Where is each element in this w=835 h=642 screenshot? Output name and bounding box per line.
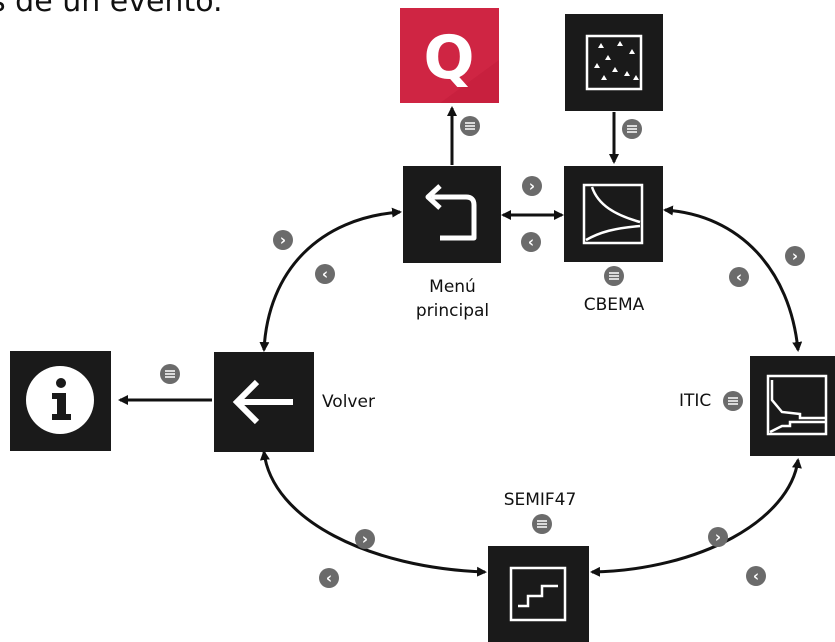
badge-menu-q — [460, 116, 480, 136]
cbema-curve-icon — [582, 183, 644, 245]
badge-menu-scatter — [622, 119, 642, 139]
menu-lines-icon — [609, 272, 619, 280]
menu-lines-icon — [627, 125, 637, 133]
q-app-node[interactable]: Q — [400, 8, 499, 103]
badge-prev-menu-cbema: ‹ — [521, 232, 541, 252]
main-menu-label-line2: principal — [415, 301, 490, 321]
semif47-label: SEMIF47 — [503, 490, 577, 510]
badge-next-left-top: › — [273, 230, 293, 250]
arc-cbema-itic — [663, 205, 803, 352]
badge-menu-semif47 — [532, 514, 552, 534]
semif47-node[interactable] — [488, 546, 589, 642]
next-key-icon: › — [280, 231, 286, 249]
next-key-icon: › — [529, 177, 535, 195]
page-title-fragment: s de un evento. — [0, 0, 223, 19]
badge-next-right-top: › — [785, 246, 805, 266]
next-key-icon: › — [792, 247, 798, 265]
menu-lines-icon — [165, 370, 175, 378]
badge-menu-info — [160, 364, 180, 384]
main-menu-label: Menú principal — [395, 275, 510, 323]
badge-prev-left-top: ‹ — [315, 264, 335, 284]
return-arrow-icon — [432, 194, 477, 241]
scatter-node[interactable] — [565, 14, 663, 111]
itic-node[interactable] — [750, 356, 835, 456]
badge-prev-left-bottom: ‹ — [319, 568, 339, 588]
next-key-icon: › — [362, 530, 368, 548]
menu-lines-icon — [537, 520, 547, 528]
badge-next-left-bottom: › — [355, 529, 375, 549]
badge-next-right-bottom: › — [708, 527, 728, 547]
badge-menu-cbema — [604, 266, 624, 286]
arc-semif47-itic — [590, 458, 802, 577]
prev-key-icon: ‹ — [753, 567, 759, 585]
connectors — [118, 106, 803, 577]
itic-curve-icon — [766, 374, 828, 436]
main-menu-node[interactable] — [403, 166, 501, 263]
volver-node[interactable] — [214, 352, 314, 452]
next-key-icon: › — [715, 528, 721, 546]
badge-prev-right-top: ‹ — [729, 267, 749, 287]
cbema-label: CBEMA — [583, 295, 645, 315]
badge-next-menu-cbema: › — [522, 176, 542, 196]
itic-label: ITIC — [679, 391, 712, 411]
arc-volver-semif47 — [259, 450, 487, 577]
badge-prev-right-bottom: ‹ — [746, 566, 766, 586]
info-node[interactable] — [10, 351, 111, 451]
prev-key-icon: ‹ — [322, 265, 328, 283]
menu-lines-icon — [728, 397, 738, 405]
q-logo-icon: Q — [423, 23, 474, 93]
back-arrow-icon — [232, 379, 293, 425]
key-badges: › › › › › ‹ ‹ ‹ — [160, 116, 805, 588]
menu-lines-icon — [465, 122, 475, 130]
cbema-node[interactable] — [564, 166, 663, 262]
badge-menu-itic — [723, 391, 743, 411]
volver-label: Volver — [322, 392, 375, 412]
main-menu-label-line1: Menú — [429, 277, 476, 297]
prev-key-icon: ‹ — [528, 233, 534, 251]
scatter-plot-icon — [585, 34, 643, 91]
prev-key-icon: ‹ — [326, 569, 332, 587]
semif47-steps-icon — [509, 566, 567, 622]
arc-volver-menu — [259, 207, 402, 352]
prev-key-icon: ‹ — [736, 268, 742, 286]
